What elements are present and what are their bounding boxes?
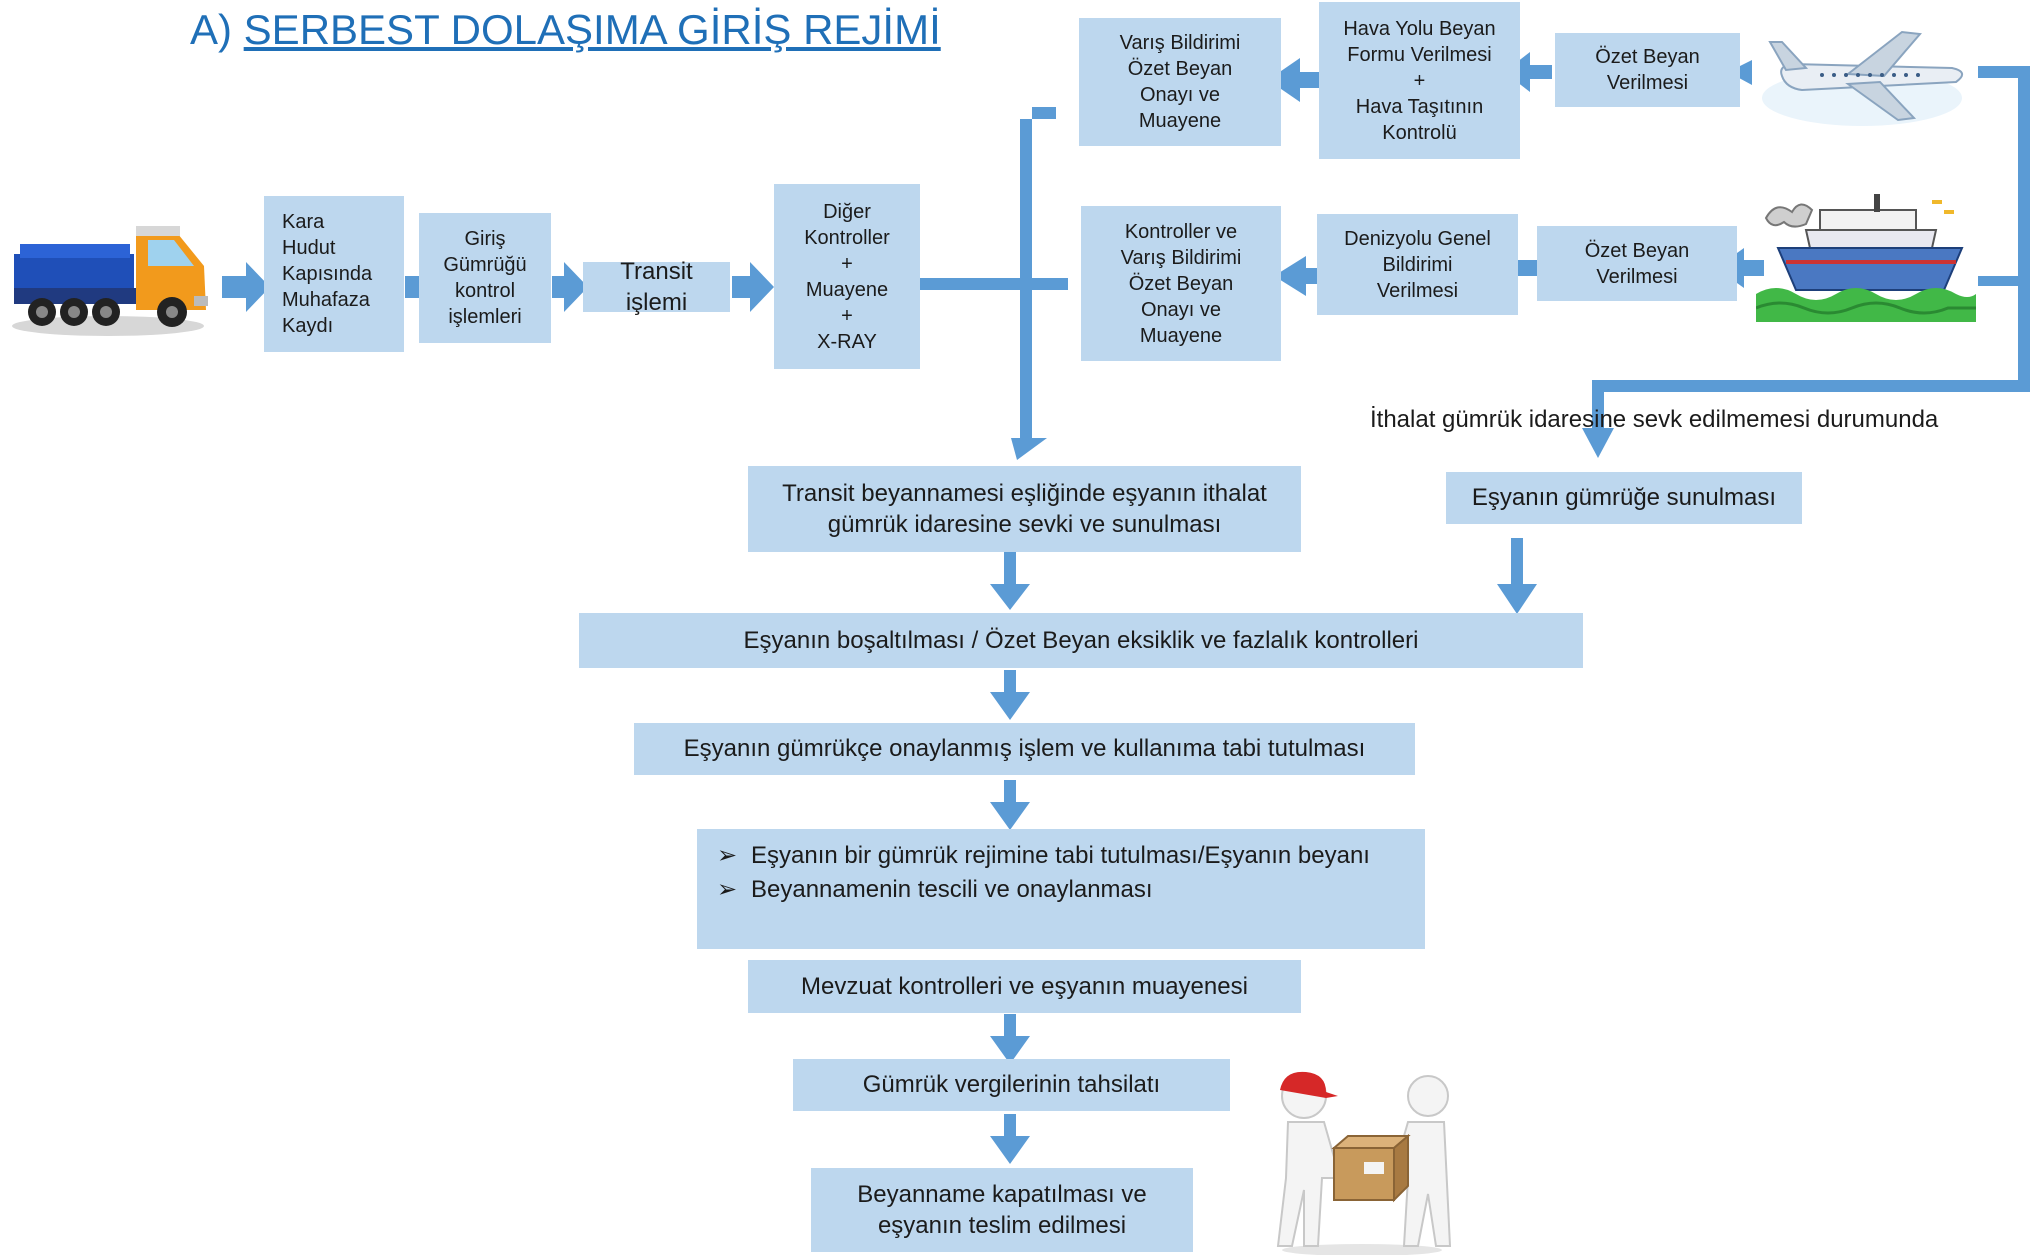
kara-hudut-box: Kara Hudut Kapısında Muhafaza Kaydı <box>264 196 404 352</box>
delivery-people-icon <box>1276 1071 1452 1255</box>
sevk-note: İthalat gümrük idaresine sevk edilmemesi… <box>1370 406 1939 433</box>
connector-l-down <box>1020 107 1056 446</box>
arrow-hava-to-varis <box>1268 58 1322 102</box>
denizyolu-label: Denizyolu Genel Bildirimi Verilmesi <box>1344 227 1491 302</box>
arrow-down-onay-to-bullets <box>990 780 1030 830</box>
bullet-item: ➢ Eşyanın bir gümrük rejimine tabi tutul… <box>717 839 1409 873</box>
arrow-down-transit-to-bosaltma <box>990 552 1030 610</box>
arrow-bracket-head <box>1582 428 1614 458</box>
vergi-label: Gümrük vergilerinin tahsilatı <box>862 1071 1161 1099</box>
bullet-item: ➢ Beyannamenin tescili ve onaylanması <box>717 873 1409 907</box>
airplane-icon <box>1762 30 1963 126</box>
page-title: A) SERBEST DOLAŞIMA GİRİŞ REJİMİ <box>190 6 941 54</box>
transit-beyan-label: Transit beyannamesi eşliğinde eşyanın it… <box>782 479 1267 538</box>
transit-label: Transit işlemi <box>620 257 693 316</box>
arrow-transit-to-diger <box>732 262 774 312</box>
bosaltma-label: Eşyanın boşaltılması / Özet Beyan eksikl… <box>743 626 1419 654</box>
connector-bracket-down <box>1592 380 1604 430</box>
arrow-ship-to-ozet <box>1716 248 1764 288</box>
arrow-down-vergi-to-kapanis <box>990 1114 1030 1164</box>
onaylanmis-box: Eşyanın gümrükçe onaylanmış işlem ve kul… <box>634 723 1415 775</box>
bullet-marker-icon: ➢ <box>717 876 738 903</box>
transit-box: Transit işlemi <box>583 258 730 316</box>
bosaltma-box: Eşyanın boşaltılması / Özet Beyan eksikl… <box>579 613 1583 668</box>
mevzuat-box: Mevzuat kontrolleri ve eşyanın muayenesi <box>748 960 1301 1013</box>
hava-yolu-label: Hava Yolu Beyan Formu Verilmesi + Hava T… <box>1343 17 1496 144</box>
varis-bildirimi-air-label: Varış Bildirimi Özet Beyan Onayı ve Muay… <box>1119 32 1241 132</box>
giris-gumrugu-box: Giriş Gümrüğü kontrol işlemleri <box>419 213 551 343</box>
bullet-marker-icon: ➢ <box>717 842 738 869</box>
kontroller-sea-box: Kontroller ve Varış Bildirimi Özet Beyan… <box>1081 206 1281 361</box>
giris-gumrugu-label: Giriş Gümrüğü kontrol işlemleri <box>443 228 527 328</box>
ship-icon <box>1756 194 1976 322</box>
diger-kontroller-label: Diğer Kontroller + Muayene + X-RAY <box>804 200 890 353</box>
arrow-down-mevzuat-to-vergi <box>990 1014 1030 1064</box>
title-text: SERBEST DOLAŞIMA GİRİŞ REJİMİ <box>243 6 941 53</box>
mevzuat-label: Mevzuat kontrolleri ve eşyanın muayenesi <box>801 972 1248 1000</box>
arrow-truck-to-kara <box>222 262 270 312</box>
diger-kontroller-box: Diğer Kontroller + Muayene + X-RAY <box>774 184 920 369</box>
vergi-box: Gümrük vergilerinin tahsilatı <box>793 1059 1230 1111</box>
ozet-beyan-sea-box: Özet Beyan Verilmesi <box>1537 226 1737 301</box>
arrow-ozet-to-hava <box>1504 52 1552 92</box>
transit-beyan-box: Transit beyannamesi eşliğinde eşyanın it… <box>748 466 1301 552</box>
kapanis-box: Beyanname kapatılması ve eşyanın teslim … <box>811 1168 1193 1252</box>
title-prefix: A) <box>190 6 232 53</box>
truck-icon <box>12 226 208 336</box>
kara-hudut-label: Kara Hudut Kapısında Muhafaza Kaydı <box>282 211 373 337</box>
kapanis-label: Beyanname kapatılması ve eşyanın teslim … <box>857 1180 1147 1239</box>
arrow-deniz-to-kontroller <box>1274 256 1330 296</box>
gumruge-sunulma-box: Eşyanın gümrüğe sunulması <box>1446 472 1802 524</box>
arrow-l-down-head <box>1011 438 1047 460</box>
rejim-bullets-box: ➢ Eşyanın bir gümrük rejimine tabi tutul… <box>697 829 1425 949</box>
hava-yolu-box: Hava Yolu Beyan Formu Verilmesi + Hava T… <box>1319 2 1520 159</box>
ozet-beyan-air-label: Özet Beyan Verilmesi <box>1595 46 1700 94</box>
varis-bildirimi-air-box: Varış Bildirimi Özet Beyan Onayı ve Muay… <box>1079 18 1281 146</box>
arrow-down-bosaltma-to-onay <box>990 670 1030 720</box>
connector-diger-to-center <box>920 278 1068 290</box>
connector-ship-to-bracket <box>1978 276 2024 286</box>
bullet-text-2: Beyannamenin tescili ve onaylanması <box>751 876 1153 903</box>
denizyolu-box: Denizyolu Genel Bildirimi Verilmesi <box>1317 214 1518 315</box>
arrow-down-sunulma-to-bosaltma <box>1497 538 1537 614</box>
bullet-text-1: Eşyanın bir gümrük rejimine tabi tutulma… <box>751 842 1370 869</box>
arrow-giris-to-transit <box>552 262 588 312</box>
gumruge-sunulma-label: Eşyanın gümrüğe sunulması <box>1471 484 1777 512</box>
ozet-beyan-sea-label: Özet Beyan Verilmesi <box>1584 239 1690 288</box>
ozet-beyan-air-box: Özet Beyan Verilmesi <box>1555 33 1740 107</box>
kontroller-sea-label: Kontroller ve Varış Bildirimi Özet Beyan… <box>1120 220 1242 347</box>
onaylanmis-label: Eşyanın gümrükçe onaylanmış işlem ve kul… <box>683 735 1366 763</box>
